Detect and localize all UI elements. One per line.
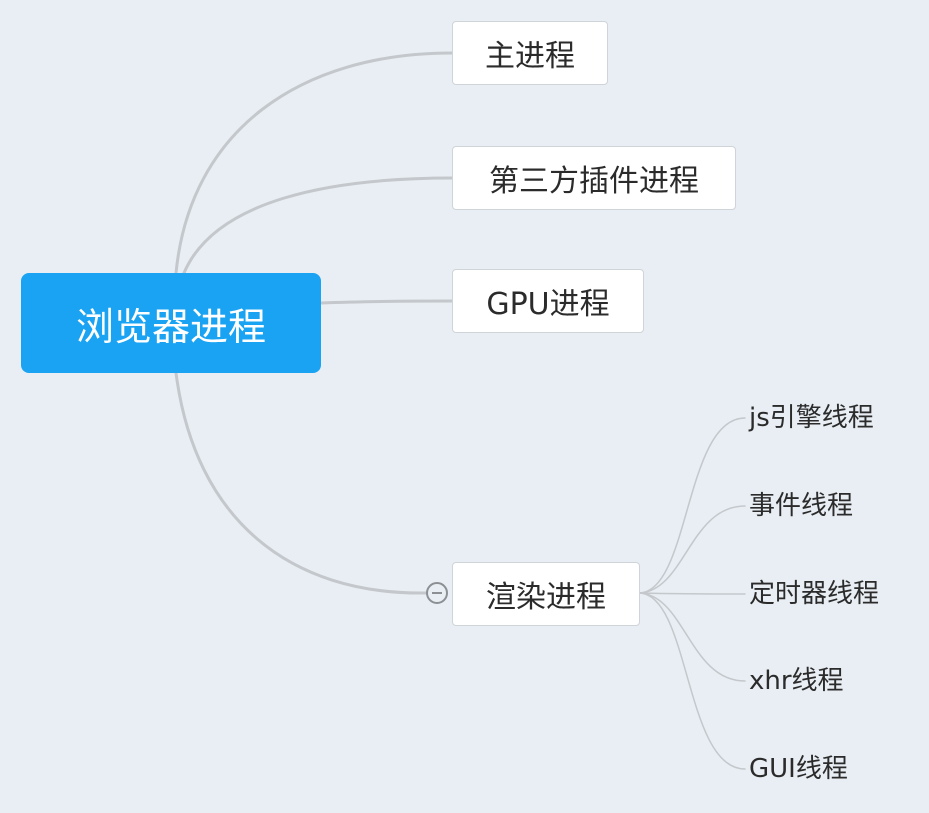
connector-root-gpu-process: [319, 299, 454, 305]
node-main-process[interactable]: 主进程: [452, 21, 608, 85]
leaf-event-thread[interactable]: 事件线程: [749, 491, 854, 521]
node-third-party-plugin-process[interactable]: 第三方插件进程: [452, 146, 736, 210]
connector-render-event: [639, 505, 746, 594]
connector-render-timer: [639, 592, 746, 595]
connector-render-gui: [639, 592, 746, 770]
node-render-process[interactable]: 渲染进程: [452, 562, 640, 626]
leaf-xhr-thread[interactable]: xhr线程: [749, 666, 844, 696]
leaf-gui-thread[interactable]: GUI线程: [749, 754, 848, 784]
connector-root-plugin-process: [182, 176, 454, 275]
leaf-timer-thread[interactable]: 定时器线程: [749, 579, 880, 609]
connector-root-main-process: [174, 51, 454, 275]
node-gpu-process[interactable]: GPU进程: [452, 269, 644, 333]
leaf-js-engine-thread[interactable]: js引擎线程: [749, 403, 874, 433]
minus-circle-icon[interactable]: [426, 582, 448, 604]
connector-render-xhr: [639, 592, 746, 682]
root-node-browser-process[interactable]: 浏览器进程: [21, 273, 321, 373]
connector-root-render-process: [174, 371, 428, 595]
connector-render-js-engine: [639, 417, 746, 594]
